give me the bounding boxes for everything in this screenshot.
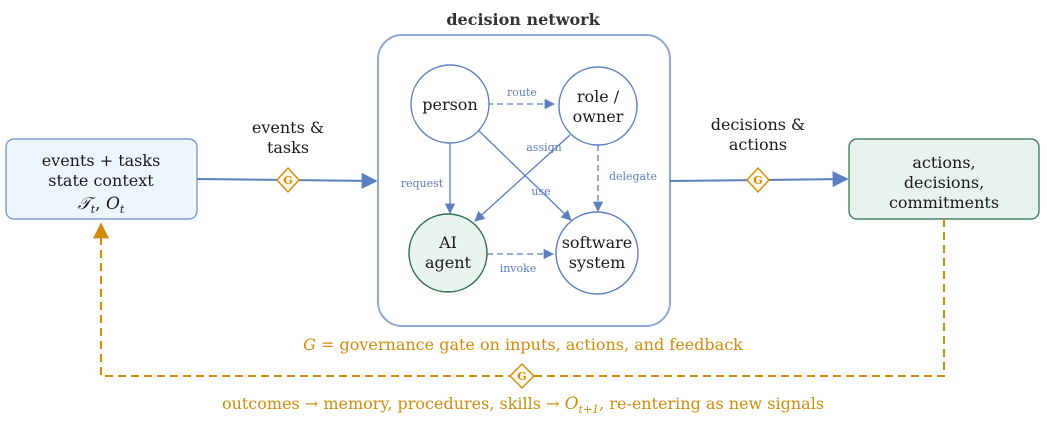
state-symbol: O xyxy=(106,194,120,214)
node-ai-label-line2: agent xyxy=(425,253,472,272)
input-label-line2: tasks xyxy=(267,138,309,157)
network-title: decision network xyxy=(446,10,600,29)
output-label-line1: decisions & xyxy=(711,115,806,134)
output-line3: commitments xyxy=(889,193,999,212)
input-line2: state context xyxy=(48,171,154,190)
tasks-symbol-sub: t xyxy=(91,203,96,216)
edge-delegate-label: delegate xyxy=(609,170,657,183)
node-person xyxy=(410,64,490,144)
output-line2: decisions, xyxy=(904,173,984,192)
node-software-label-line2: system xyxy=(569,253,626,272)
feedback-o: O xyxy=(565,394,579,414)
input-line1: events + tasks xyxy=(42,151,161,170)
node-role-label-line1: role / xyxy=(577,87,620,106)
output-line1: actions, xyxy=(912,153,975,172)
edge-assign-label: assign xyxy=(526,141,562,154)
feedback-sub: t+1 xyxy=(579,403,600,416)
node-ai-label-line1: AI xyxy=(438,233,457,252)
edge-invoke-label: invoke xyxy=(500,262,537,275)
feedback-text-part1: outcomes → memory, procedures, skills → xyxy=(222,394,565,413)
edge-request-label: request xyxy=(401,177,444,190)
gate-diamond xyxy=(276,166,300,194)
feedback-note: outcomes → memory, procedures, skills → … xyxy=(222,394,824,416)
gate-diamond xyxy=(509,363,535,389)
node-software-label-line1: software xyxy=(562,233,633,252)
node-software-system xyxy=(555,211,639,295)
gate-label: G xyxy=(517,370,526,383)
node-role-owner xyxy=(558,66,638,146)
input-gate: G xyxy=(276,166,300,194)
node-person-label: person xyxy=(422,95,478,114)
input-label-line1: events & xyxy=(252,118,324,137)
feedback-text-part2: , re-entering as new signals xyxy=(599,394,824,413)
feedback-gate: G xyxy=(509,363,535,389)
governance-g: G xyxy=(303,335,316,354)
edge-route-label: route xyxy=(507,86,537,99)
output-label-line2: actions xyxy=(729,135,787,154)
gate-label: G xyxy=(283,174,292,187)
gate-label: G xyxy=(753,174,762,187)
governance-note: G = governance gate on inputs, actions, … xyxy=(303,335,743,354)
node-ai-agent xyxy=(408,213,488,293)
state-symbol-sub: t xyxy=(120,203,125,216)
edge-use-label: use xyxy=(531,185,550,198)
output-gate: G xyxy=(746,166,770,194)
node-role-label-line2: owner xyxy=(573,107,624,126)
edge-assign xyxy=(474,134,571,222)
symbol-separator: , xyxy=(95,194,106,214)
governance-text: = governance gate on inputs, actions, an… xyxy=(316,335,743,354)
input-line3: 𝒯t, Ot xyxy=(78,194,125,216)
gate-diamond xyxy=(746,166,770,194)
